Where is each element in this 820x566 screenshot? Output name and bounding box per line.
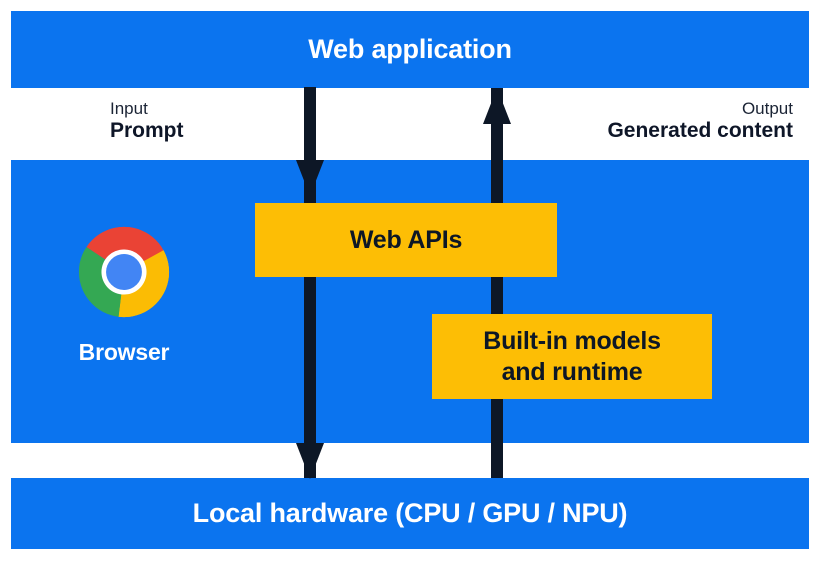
built-in-models-line-1: Built-in models [483,327,661,355]
output-caption: Output [741,99,793,118]
built-in-models-box: Built-in models and runtime [432,314,712,399]
web-apis-label: Web APIs [349,225,463,254]
local-hardware-layer: Local hardware (CPU / GPU / NPU) [11,478,809,549]
browser-caption: Browser [78,339,170,365]
chrome-logo-icon [78,226,170,318]
built-in-models-line-2: and runtime [501,357,643,386]
web-application-layer: Web application [11,11,809,88]
output-flow-label: Output Generated content [607,99,793,144]
built-in-models-label: Built-in models and runtime [483,326,661,387]
input-value: Prompt [110,119,184,143]
output-value: Generated content [607,119,793,143]
browser-badge: Browser [34,226,214,366]
input-flow-label: Input Prompt [110,99,184,144]
local-hardware-title: Local hardware (CPU / GPU / NPU) [192,498,628,528]
input-caption: Input [110,99,148,118]
web-apis-box: Web APIs [255,203,557,277]
web-application-title: Web application [308,34,512,64]
